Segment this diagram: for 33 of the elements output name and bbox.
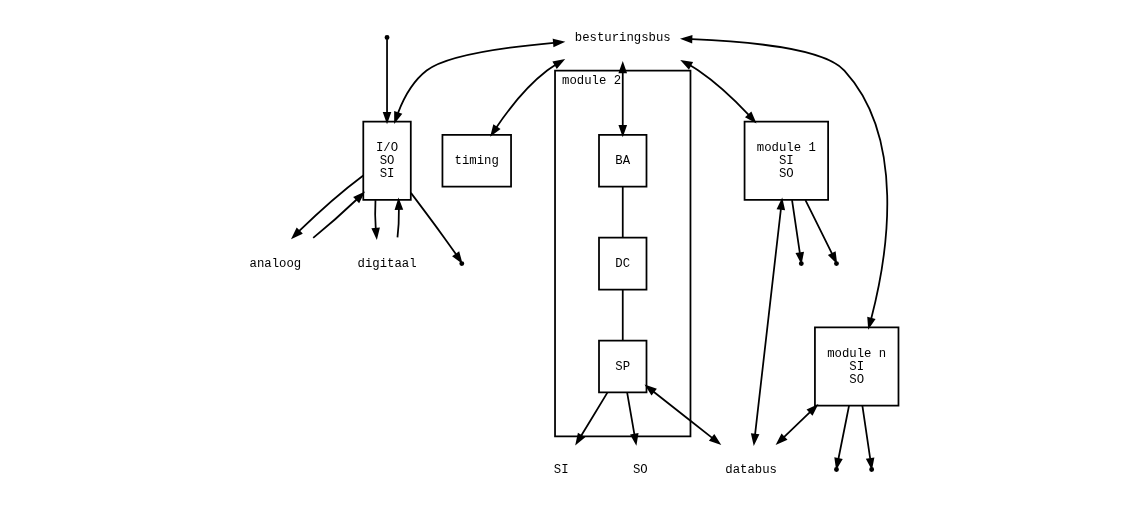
arrow — [833, 405, 850, 471]
arrow — [574, 391, 608, 446]
connector — [621, 185, 624, 239]
arrow — [290, 174, 364, 240]
node-text: besturingsbus — [574, 30, 671, 45]
arrow — [617, 60, 627, 138]
node-box: module n SI SO — [813, 326, 899, 407]
node-text: SO — [632, 462, 648, 477]
arrow — [625, 391, 639, 446]
arrow — [382, 38, 391, 125]
arrow — [804, 199, 837, 265]
node-text: SI — [553, 462, 569, 477]
arrow — [311, 191, 365, 239]
arrow — [750, 197, 785, 446]
node-box: SP — [597, 339, 647, 394]
arrow — [409, 192, 463, 264]
arrow — [370, 199, 380, 241]
arrow — [393, 38, 565, 125]
node-text: databus — [724, 462, 777, 477]
node-box: DC — [597, 236, 647, 291]
arrow — [489, 59, 565, 137]
arrow — [644, 384, 721, 445]
node-box: BA — [597, 133, 647, 188]
node-box: module 1 SI SO — [743, 120, 829, 201]
arrow — [394, 197, 403, 239]
connector — [621, 288, 624, 342]
node-text: digitaal — [357, 256, 417, 271]
node-box: I/O SO SI — [361, 120, 412, 201]
node-text: analoog — [249, 256, 301, 271]
arrow — [775, 404, 818, 446]
arrow — [679, 34, 888, 330]
arrow — [679, 59, 757, 124]
node-box: timing — [441, 133, 512, 188]
